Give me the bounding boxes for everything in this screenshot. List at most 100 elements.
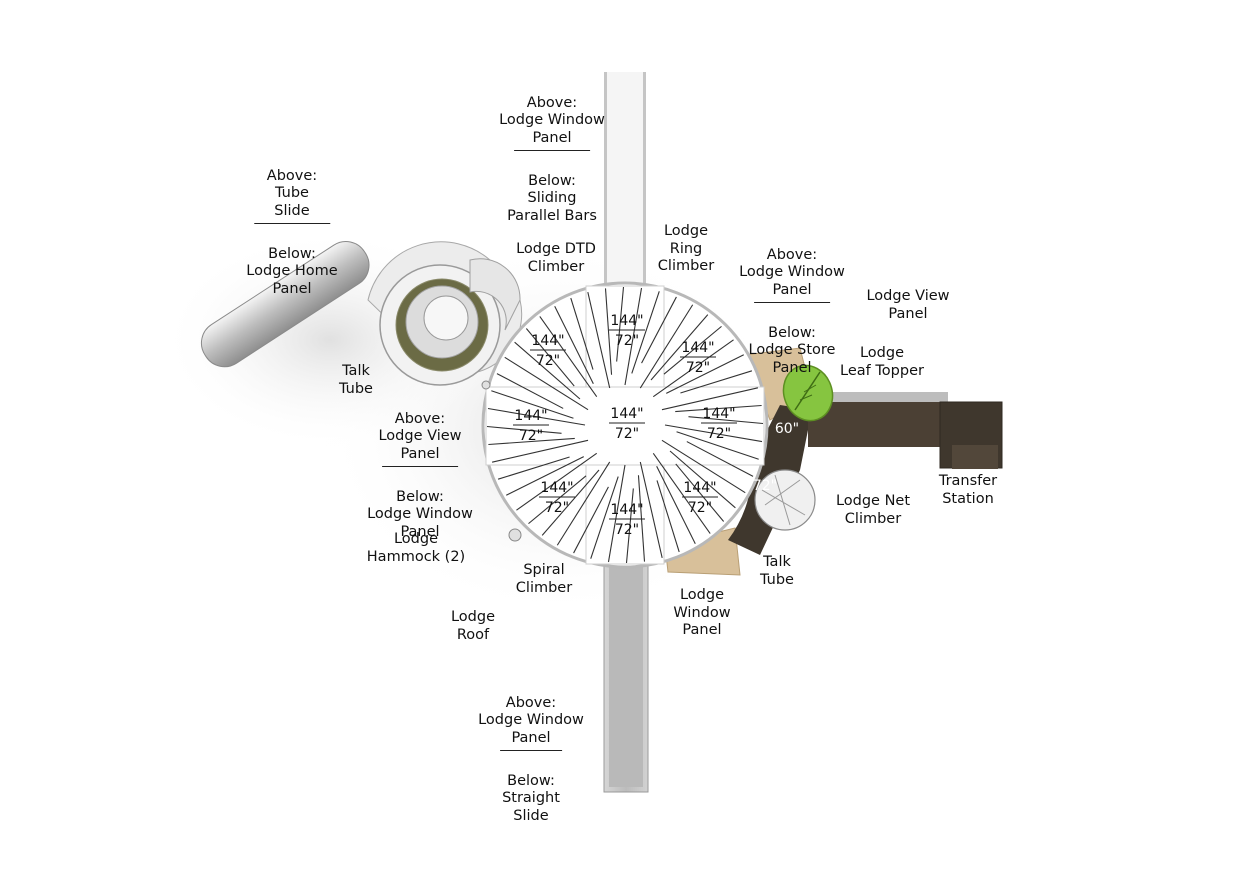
roof-line [663,325,722,375]
roof-line [641,296,677,364]
label-ring-climber: Lodge Ring Climber [657,223,715,274]
roof-line [669,450,736,509]
dimension-144: 144" [610,502,643,518]
roof-line [604,288,613,375]
dimension-72: 72" [545,500,569,516]
dimension-72: 72" [615,426,639,442]
roof-line [686,441,754,477]
roof-line [607,464,626,563]
roof-line [516,452,598,511]
label-roof: Lodge Roof [450,609,496,643]
dimension-72: 72" [519,428,543,444]
label-tube-slide: Above: Tube Slide Below: Lodge Home Pane… [246,150,337,298]
label-above: Above: Lodge Window Panel [499,94,605,146]
separator-line [382,466,458,467]
roof-line [652,452,711,534]
roof-line [652,339,734,398]
roof-line [639,304,694,389]
roof-line [675,404,762,413]
separator-line [514,150,590,151]
roof-line [590,476,619,559]
straight-slide [603,559,649,793]
dimension-72-deck: 72" [753,478,777,494]
lodge-roof-deck [481,281,769,569]
dimension-72: 72" [686,360,710,376]
label-below: Below: Lodge Home Panel [246,245,338,297]
label-above: Above: Lodge View Panel [378,410,462,462]
roof-line [639,461,663,559]
label-dtd-climber: Lodge DTD Climber [516,241,596,275]
label-above: Above: Tube Slide [266,167,318,219]
label-above: Above: Lodge Window Panel [478,694,584,746]
dimension-72: 72" [707,426,731,442]
sliding-parallel-bars [604,72,646,302]
label-above: Above: Lodge Window Panel [739,246,845,298]
label-talk-tube-right: Talk Tube [760,554,794,588]
label-view-panel-right: Lodge View Panel [866,288,950,322]
tube-slide [200,241,523,386]
roof-line [497,456,570,480]
dimension-144: 144" [610,406,643,422]
roof-line [676,431,759,460]
roof-line [486,425,562,434]
label-spiral-climber: Spiral Climber [515,562,573,596]
label-net-climber: Lodge Net Climber [835,493,911,527]
net-climber-lines [761,474,806,526]
roof-line [656,466,696,544]
label-below: Below: Straight Slide [502,772,560,824]
dimension-72: 72" [615,333,639,349]
roof-line [661,387,759,411]
roof-line [666,354,744,394]
dimension-144: 144" [531,333,564,349]
label-sliding-parallel-bars: Above: Lodge Window Panel Below: Sliding… [499,77,605,225]
roof-line [491,390,574,419]
roof-line [664,424,763,443]
roof-line [487,407,586,426]
dimension-144: 144" [514,408,547,424]
roof-line [556,461,611,546]
dimension-144: 144" [683,480,716,496]
label-below: Below: Lodge Store Panel [748,324,836,376]
dimension-72: 72" [536,353,560,369]
roof-line [528,475,587,525]
label-store-panel: Above: Lodge Window Panel Below: Lodge S… [739,229,845,377]
roof-line [631,291,660,374]
dimension-144: 144" [681,340,714,356]
roof-line [541,469,600,536]
roof-line [554,306,594,384]
net-climber-dome [754,469,816,531]
label-transfer-station: Transfer Station [938,473,998,507]
roof-line [656,480,680,553]
roof-line [514,341,581,400]
hammock-post [481,380,491,390]
spiral-climber-post [508,528,522,542]
roof-line [688,416,764,425]
roof-line [570,297,594,370]
roof-line [624,287,643,386]
label-window-panel-bottom: Lodge Window Panel [673,587,731,638]
roof-line [573,486,609,554]
roof-line [675,463,725,522]
separator-line [254,223,330,224]
roof-line [506,456,584,496]
dimension-72: 72" [615,522,639,538]
roof-line [488,437,575,446]
dimension-144: 144" [540,480,573,496]
dimension-60: 60" [775,421,799,437]
label-window-panel-left: Above: Lodge View Panel Below: Lodge Win… [367,393,473,541]
roof-line [491,439,589,463]
leaf-topper-icon [782,364,834,422]
dimension-144: 144" [610,313,643,329]
dimension-72: 72" [688,500,712,516]
roof-line [616,286,625,362]
roof-line [637,475,646,562]
roof-line [680,370,753,394]
roof-line [525,328,575,387]
roof-line [496,373,564,409]
label-straight-slide: Above: Lodge Window Panel Below: Straigh… [478,677,584,825]
label-leaf-topper: Lodge Leaf Topper [840,345,924,379]
roof-line [625,488,634,564]
label-hammock: Lodge Hammock (2) [366,531,466,565]
label-talk-tube-left: Talk Tube [339,363,373,397]
